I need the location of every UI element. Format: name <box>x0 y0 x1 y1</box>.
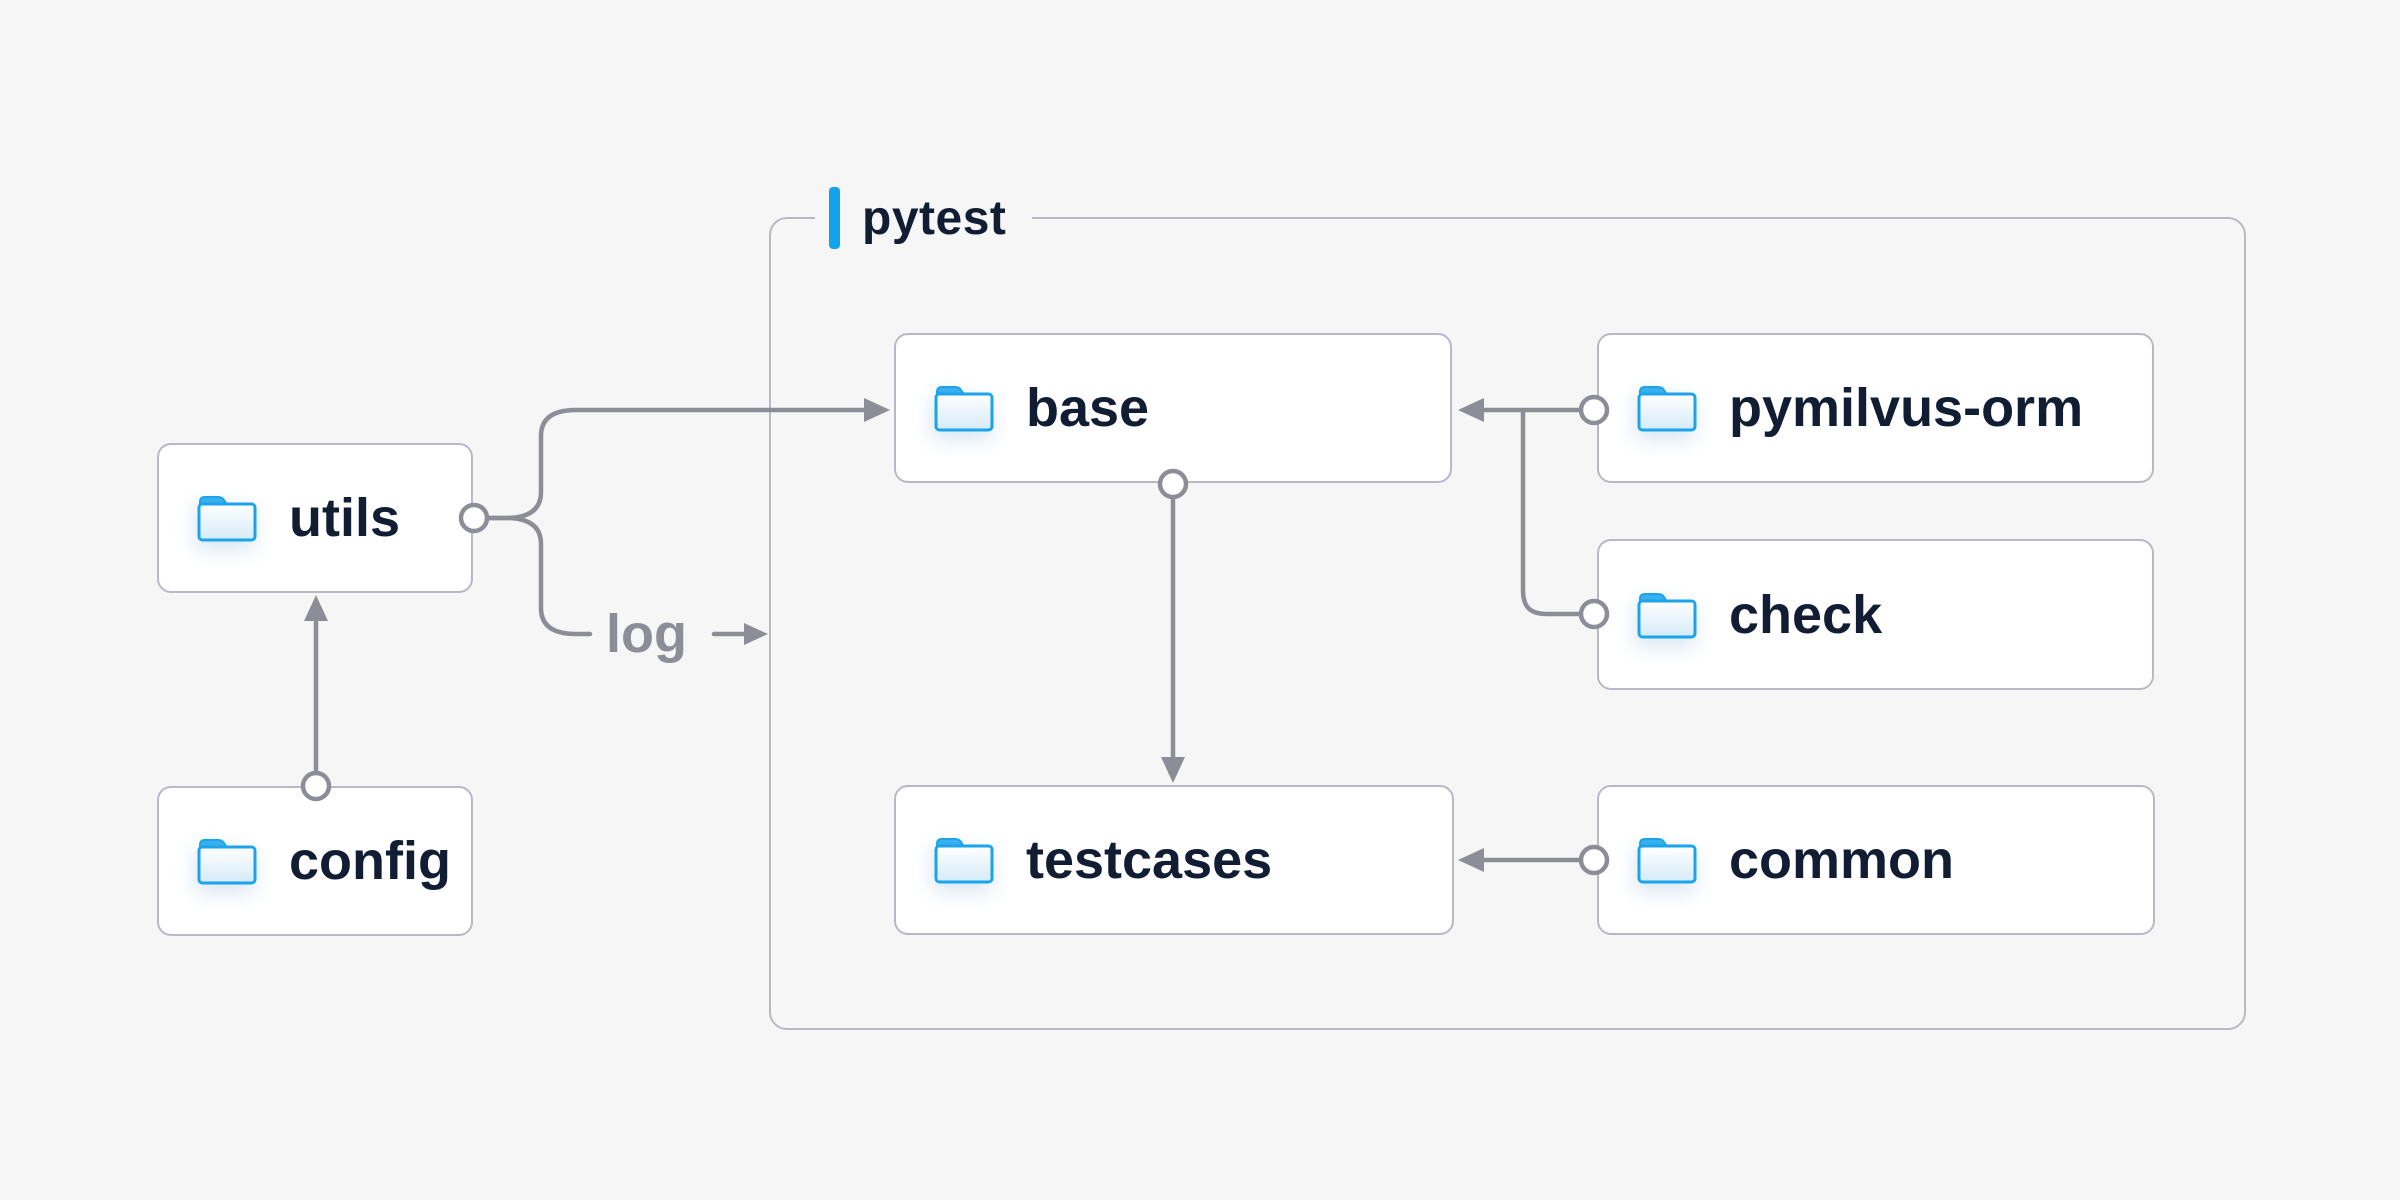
edge-label-log: log <box>606 604 687 664</box>
node-utils-label: utils <box>289 488 401 548</box>
folder-icon <box>1635 834 1699 886</box>
folder-icon <box>932 834 996 886</box>
folder-icon <box>1635 589 1699 641</box>
edge-utils-log <box>485 515 593 637</box>
node-testcases-label: testcases <box>1026 830 1273 890</box>
node-config-label: config <box>289 831 451 891</box>
node-check-label: check <box>1729 584 1883 645</box>
folder-icon <box>195 492 259 544</box>
node-pymilvus-orm-label: pymilvus-orm <box>1729 378 2084 438</box>
folder-icon <box>195 835 259 887</box>
group-pytest: pytest <box>769 182 2246 1030</box>
arrowhead-log-pytest <box>744 623 768 645</box>
node-testcases: testcases <box>894 785 1454 935</box>
folder-icon <box>932 382 996 434</box>
group-pytest-label: pytest <box>815 182 1033 254</box>
node-common: common <box>1597 785 2155 935</box>
node-check: check <box>1597 539 2154 690</box>
node-base: base <box>894 333 1452 483</box>
node-common-label: common <box>1729 830 1955 890</box>
folder-icon <box>1635 382 1699 434</box>
group-pytest-title: pytest <box>862 191 1007 245</box>
node-utils: utils <box>157 443 473 593</box>
accent-bar <box>829 187 840 249</box>
arrowhead-config-utils <box>304 595 328 621</box>
node-base-label: base <box>1026 378 1150 438</box>
node-pymilvus-orm: pymilvus-orm <box>1597 333 2154 483</box>
node-config: config <box>157 786 473 936</box>
